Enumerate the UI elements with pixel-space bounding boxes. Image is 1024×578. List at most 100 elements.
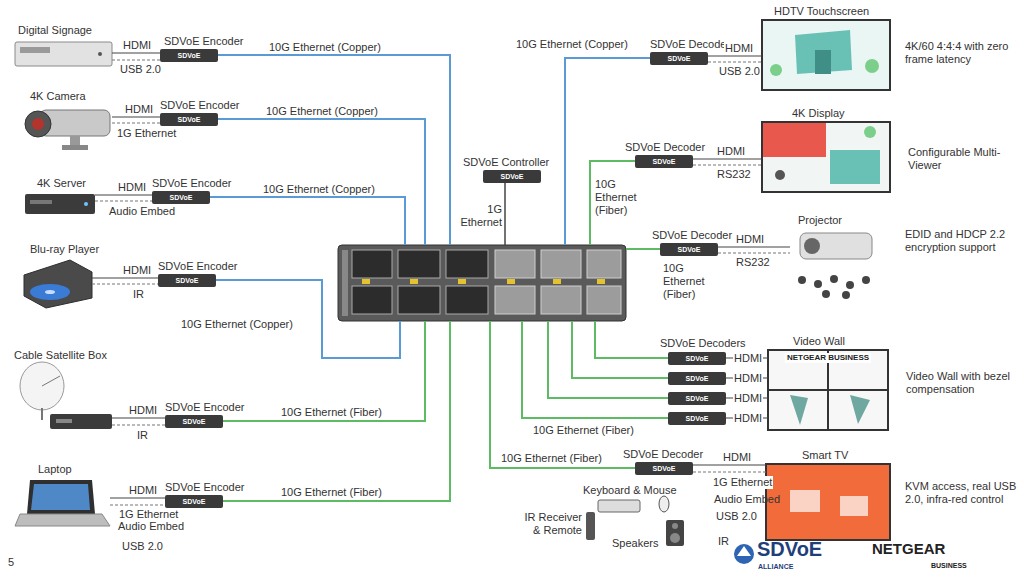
device-logo: SDVoE (170, 193, 193, 202)
device-logo: SDVoE (668, 54, 691, 63)
edge-label: 10G Ethernet (Fiber) (500, 452, 603, 465)
node-box: SDVoE DecoderSDVoE (660, 243, 718, 256)
edge-label: HDMI (124, 103, 154, 116)
node-heading: Laptop (38, 463, 72, 476)
node-in: SDVoE (668, 372, 726, 385)
device-logo: SDVoE (176, 276, 199, 285)
device-logo: SDVoE (178, 51, 201, 60)
node-heading: SDVoE Encoder (158, 260, 238, 273)
node-heading: SDVoE Decoder (625, 141, 705, 154)
network-cable (223, 321, 450, 501)
edge-label: HDMI (733, 412, 763, 425)
edge-label: 10G Ethernet (Copper) (180, 318, 294, 331)
hdtv-picture (762, 20, 890, 90)
device-logo: SDVoE (501, 172, 524, 181)
note-label: Configurable Multi-Viewer (908, 146, 1008, 172)
edge-label: IR (132, 288, 145, 301)
signal-line (112, 424, 165, 425)
device-logo: SDVoE (183, 417, 206, 426)
edge-label: HDMI (733, 352, 763, 365)
signal-line (693, 164, 762, 165)
network-cable (218, 119, 425, 245)
node-heading: 4K Display (792, 107, 845, 120)
note-label: SDVoE (757, 538, 822, 561)
edge-label: 10G Ethernet (Copper) (265, 105, 379, 118)
node-heading: SDVoE Encoder (160, 99, 240, 112)
network-cable (595, 321, 668, 358)
edge-label: RS232 (716, 168, 752, 181)
network-cable (708, 55, 762, 56)
node-heading: SDVoE Encoder (165, 401, 245, 414)
device-logo: SDVoE (178, 115, 201, 124)
edge-label: 1G Ethernet (455, 203, 503, 229)
network-cable (522, 321, 668, 418)
note-label: KVM access, real USB 2.0, infra-red cont… (905, 480, 1017, 506)
edge-label: IR (136, 429, 149, 442)
note-label: NETGEAR (872, 540, 945, 558)
node-dev: Digital Signage (15, 40, 112, 68)
node-heading: Smart TV (802, 449, 848, 462)
4k-display-picture (762, 122, 890, 192)
note-label: USB 2.0 (716, 510, 757, 523)
signal-line (708, 61, 762, 62)
signal-line (693, 471, 766, 472)
network-cable (218, 55, 450, 245)
signal-line (110, 504, 165, 505)
signal-line (112, 59, 160, 60)
edge-label: HDMI (716, 145, 746, 158)
device-logo: SDVoE (686, 394, 709, 403)
signal-line (112, 122, 160, 123)
edge-label: 10G Ethernet (Copper) (268, 41, 382, 54)
network-cable (504, 183, 506, 245)
network-cable (112, 417, 165, 418)
note-label: 5 (8, 556, 14, 569)
device-logo: SDVoE (686, 354, 709, 363)
network-cable (112, 52, 160, 53)
node-disp: HDTV Touchscreen (762, 20, 890, 90)
note-label: Keyboard & Mouse (583, 484, 677, 497)
signal-line (718, 252, 790, 253)
node-heading: SDVoE Decoder (650, 38, 730, 51)
note-label: Speakers (612, 537, 658, 550)
network-switch-picture (338, 245, 626, 321)
network-cable (112, 116, 160, 117)
device-logo: SDVoE (183, 497, 206, 506)
edge-label: 10G Ethernet (Copper) (515, 38, 629, 51)
edge-label: HDMI (117, 181, 147, 194)
server-picture (25, 194, 95, 214)
node-heading: Cable Satellite Box (14, 349, 107, 362)
node-heading: SDVoE Decoder (652, 229, 732, 242)
edge-label: USB 2.0 (718, 65, 761, 78)
edge-label: 1G Ethernet (118, 508, 179, 521)
network-cable (223, 321, 425, 421)
edge-label: RS232 (735, 256, 771, 269)
camera-picture (25, 110, 110, 150)
node-dev: Laptop (15, 478, 110, 528)
node-box: SDVoE EncoderSDVoE (165, 495, 223, 508)
node-in: SDVoE (668, 352, 726, 365)
network-cable (95, 194, 152, 195)
network-cable (210, 197, 405, 245)
note-label: IR Receiver & Remote (518, 511, 582, 537)
edge-label: HDMI (733, 392, 763, 405)
node-dev: Blu-ray Player (22, 258, 92, 310)
node-dev: 4K Camera (18, 105, 112, 150)
note-label: Audio Embed (714, 493, 780, 506)
note-label: Video Wall with bezel compensation (906, 370, 1016, 396)
edge-label: 1G Ethernet (116, 127, 177, 140)
edge-label: USB 2.0 (119, 63, 162, 76)
laptop-picture (15, 480, 110, 526)
network-cable (490, 321, 635, 468)
edge-label: 10G Ethernet (Fiber) (280, 486, 383, 499)
node-disp: Projector (790, 230, 880, 300)
edge-label: HDMI (122, 39, 152, 52)
edge-label: 10G Ethernet (Fiber) (594, 178, 642, 217)
edge-label: HDMI (122, 264, 152, 277)
device-logo: SDVoE (686, 414, 709, 423)
node-heading: HDTV Touchscreen (774, 5, 869, 18)
node-dev: Cable Satellite Box (18, 365, 112, 432)
node-in: SDVoE (668, 412, 726, 425)
node-in: SDVoE (668, 392, 726, 405)
node-heading: Digital Signage (18, 24, 92, 37)
